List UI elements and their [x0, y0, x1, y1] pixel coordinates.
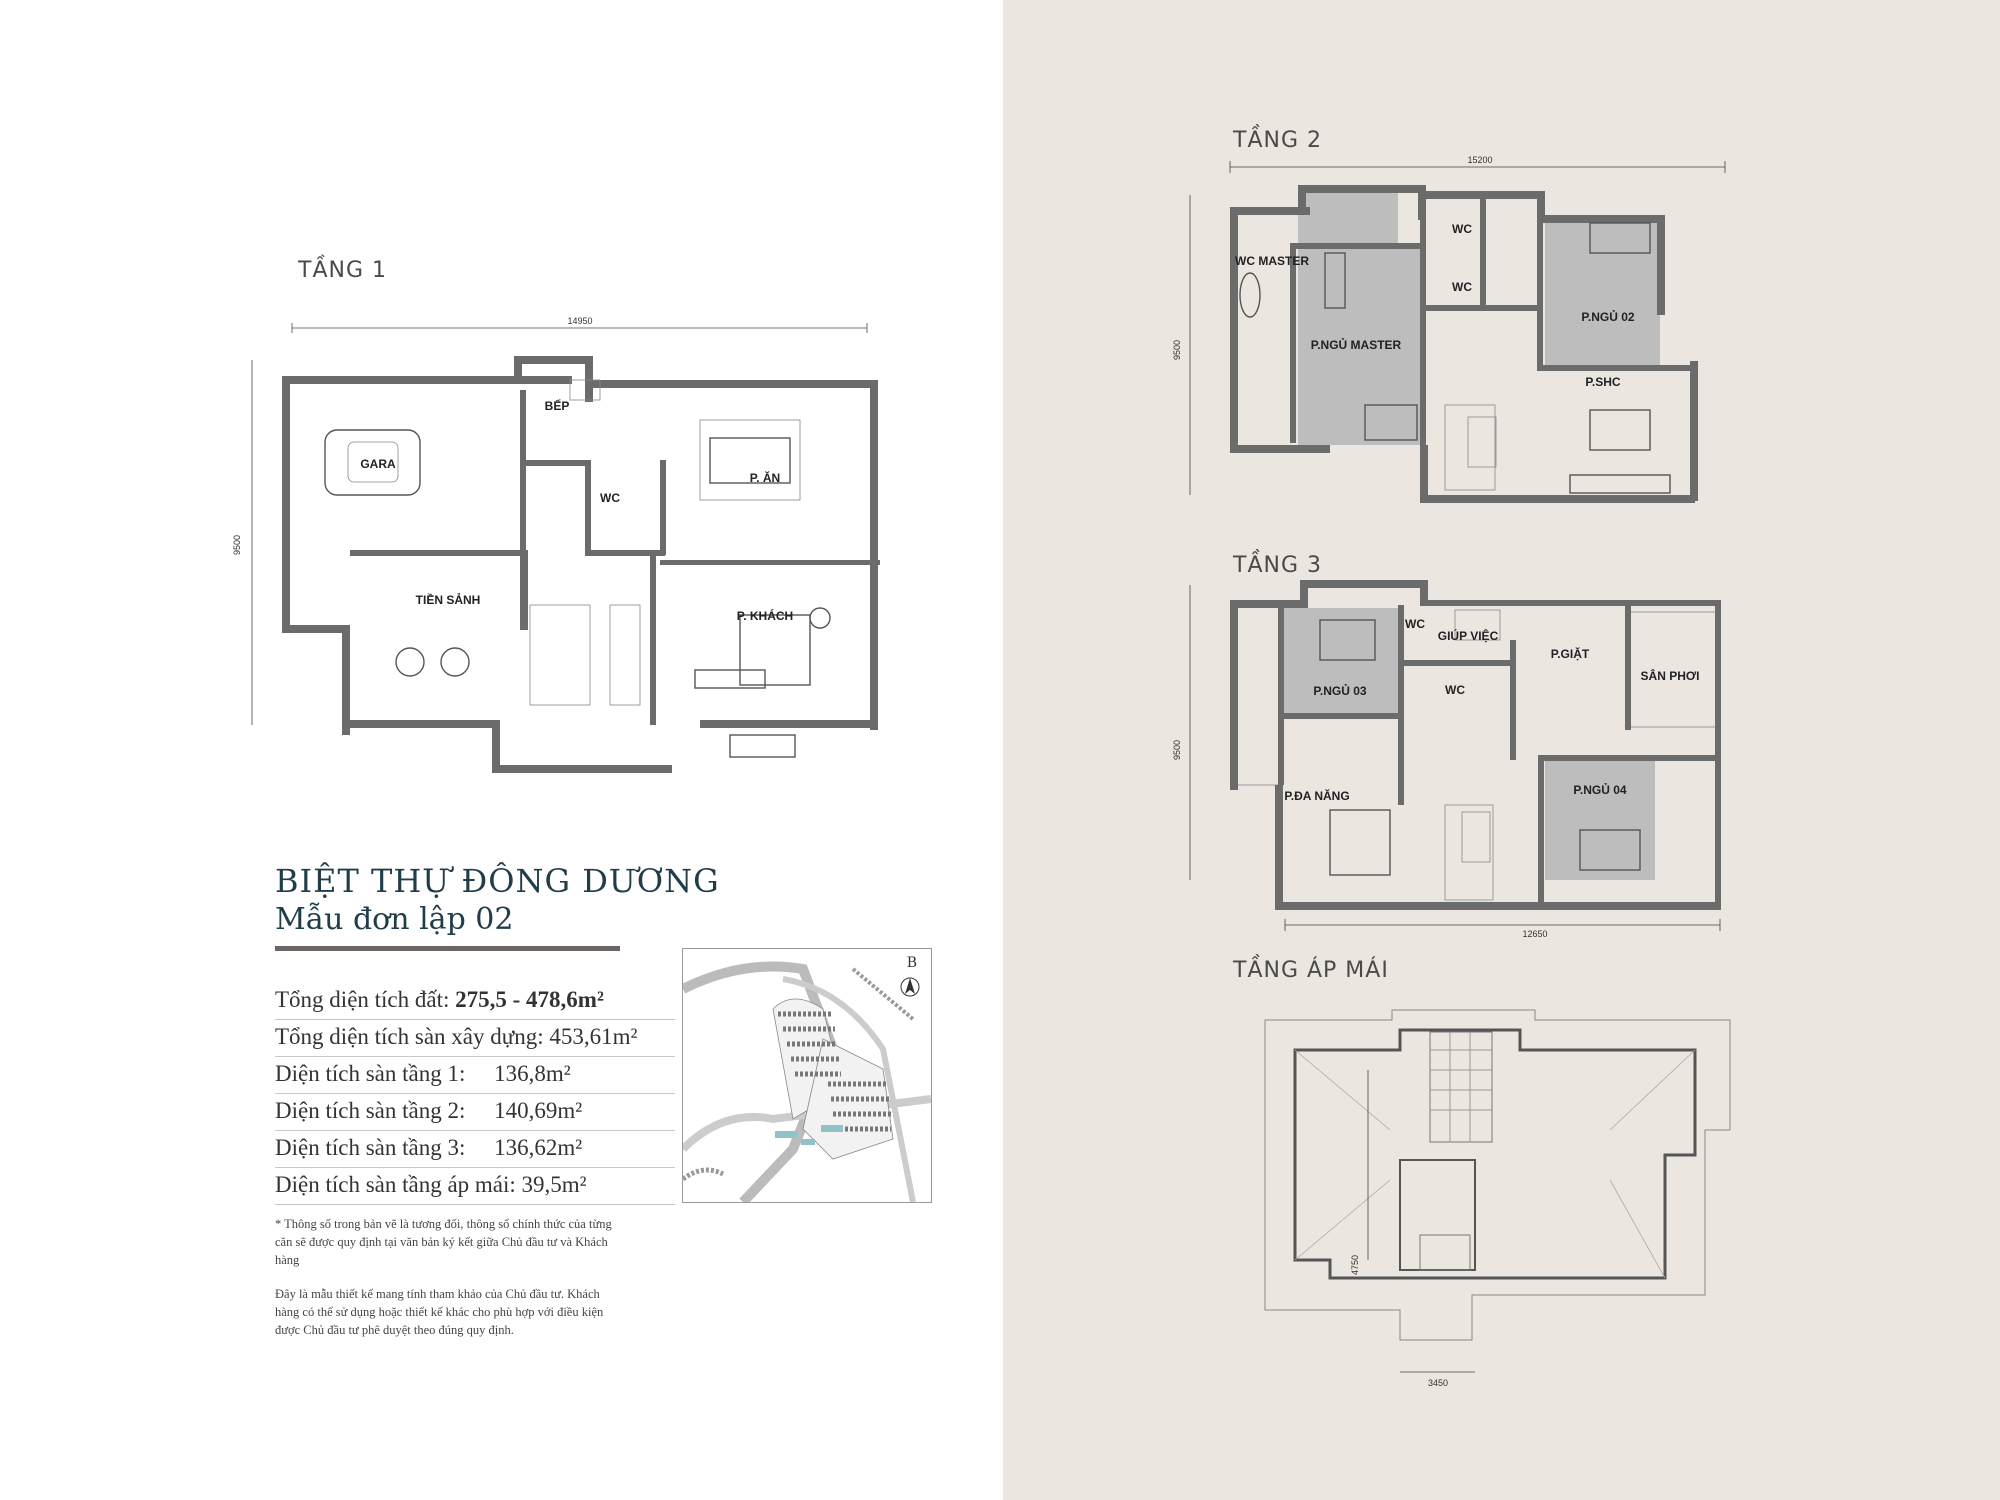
floor3-room-giup-viec: GIÚP VIỆC — [1438, 628, 1499, 643]
floor3-room-p-da-nang: P.ĐA NĂNG — [1284, 788, 1349, 803]
floor1-room-p-an: P. ĂN — [750, 470, 780, 485]
roof-dim-width: 3450 — [1428, 1378, 1448, 1388]
floor2-room-p-ngu-02: P.NGỦ 02 — [1581, 309, 1634, 324]
disclaimer-note-1: * Thông số trong bản vẽ là tương đối, th… — [275, 1217, 612, 1267]
floor2-plan: 15200 9500 WC MASTER WC WC P.NGỦ MASTER … — [1172, 155, 1726, 503]
floor1-title: TẦNG 1 — [298, 258, 387, 283]
floor1-dim-width: 14950 — [567, 316, 592, 326]
floor3-room-p-giat: P.GIẶT — [1551, 646, 1590, 661]
site-map-drawing — [683, 961, 931, 1202]
site-map-highlight — [775, 1131, 797, 1138]
roof-title: TẦNG ÁP MÁI — [1233, 958, 1389, 983]
site-map: B — [682, 948, 932, 1203]
north-arrow-icon — [900, 977, 920, 997]
spec-list: Tổng diện tích đất: 275,5 - 478,6m² Tổng… — [275, 983, 675, 1205]
floor2-room-p-ngu-master: P.NGỦ MASTER — [1311, 337, 1402, 352]
roof-plan: 4750 3450 — [1264, 1009, 1731, 1388]
floor2-room-wc-master: WC MASTER — [1235, 254, 1309, 268]
floor3-room-p-ngu-04: P.NGỦ 04 — [1573, 782, 1626, 797]
title-divider — [275, 946, 620, 951]
spec-row-floor3-area: Diện tích sàn tầng 3: 136,62m² — [275, 1131, 675, 1168]
floor1-room-bep: BẾP — [545, 398, 570, 413]
floor1-dim-height: 9500 — [232, 535, 242, 555]
floor2-dim-width: 15200 — [1467, 155, 1492, 165]
spec-row-floor1-area: Diện tích sàn tầng 1: 136,8m² — [275, 1057, 675, 1094]
floor1-room-gara: GARA — [360, 457, 396, 471]
project-subtitle: Mẫu đơn lập 02 — [275, 902, 514, 937]
floor2-room-wc-b: WC — [1452, 280, 1472, 294]
right-panel-background — [1003, 0, 2000, 1500]
roof-dim-height: 4750 — [1350, 1255, 1360, 1275]
disclaimer-note-2: Đây là mẫu thiết kế mang tính tham khảo … — [275, 1287, 604, 1337]
floor2-room-p-shc: P.SHC — [1585, 375, 1620, 389]
floor3-plan: 9500 12650 WC GIÚP VIỆC P.GIẶT SÂN PHƠI … — [1172, 580, 1721, 939]
compass-label: B — [906, 955, 917, 971]
floor1-room-wc: WC — [600, 491, 620, 505]
floor3-dim-height: 9500 — [1172, 740, 1182, 760]
spec-row-floor2-area: Diện tích sàn tầng 2: 140,69m² — [275, 1094, 675, 1131]
floor1-room-tien-sanh: TIỀN SẢNH — [416, 592, 481, 607]
spec-row-roof-area: Diện tích sàn tầng áp mái: 39,5m² — [275, 1168, 675, 1205]
project-title: BIỆT THỰ ĐÔNG DƯƠNG — [275, 862, 720, 900]
floor3-room-p-ngu-03: P.NGỦ 03 — [1313, 683, 1366, 698]
floor1-room-p-khach: P. KHÁCH — [737, 608, 793, 623]
floor3-room-wc-b: WC — [1445, 683, 1465, 697]
spec-row-land-area: Tổng diện tích đất: 275,5 - 478,6m² — [275, 983, 675, 1020]
spec-row-total-floor-area: Tổng diện tích sàn xây dựng: 453,61m² — [275, 1020, 675, 1057]
floor2-room-wc-a: WC — [1452, 222, 1472, 236]
floor3-room-wc-a: WC — [1405, 617, 1425, 631]
floor3-room-san-phoi: SÂN PHƠI — [1641, 668, 1700, 683]
floor2-title: TẦNG 2 — [1233, 128, 1322, 153]
floor3-title: TẦNG 3 — [1233, 553, 1322, 578]
floor1-plan: 14950 9500 GARA BẾP WC P. ĂN TIỀN SẢNH P… — [232, 316, 880, 773]
floor3-dim-width: 12650 — [1522, 929, 1547, 939]
floor2-dim-height: 9500 — [1172, 340, 1182, 360]
